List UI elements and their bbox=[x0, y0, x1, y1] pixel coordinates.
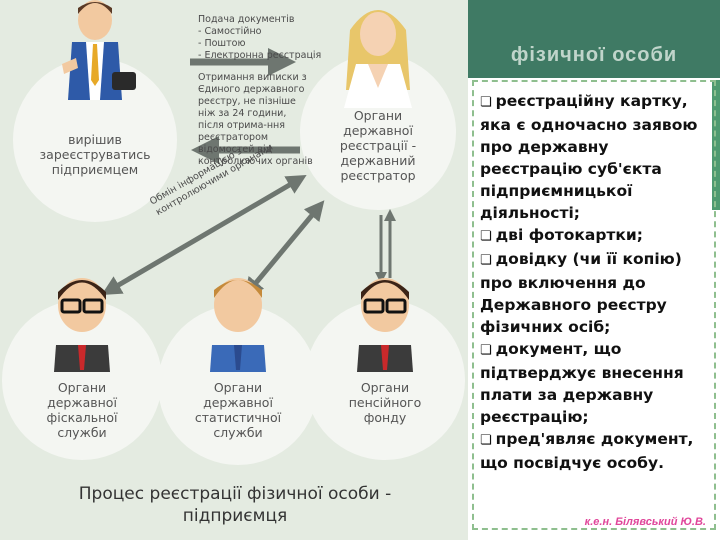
arrow-exchange-statistics bbox=[243, 200, 325, 298]
circle-pension-label: Органи пенсійного фонду bbox=[348, 380, 422, 425]
arrow-exchange-pension bbox=[375, 209, 396, 284]
pension-officer-icon bbox=[357, 278, 413, 372]
registration-process-diagram bbox=[2, 0, 465, 465]
panel-header-bar bbox=[468, 0, 720, 78]
document-item: дві фотокартки; bbox=[480, 224, 714, 248]
circle-pension bbox=[305, 300, 465, 460]
documents-list: реєстраційну картку, яка є одночасно зая… bbox=[480, 90, 714, 474]
circle-statistics-label: Органи державної статистичної служби bbox=[194, 380, 282, 440]
arrow-exchange-fiscal bbox=[101, 174, 307, 296]
document-item: реєстраційну картку, яка є одночасно зая… bbox=[480, 90, 714, 224]
circle-fiscal-label: Органи державної фіскальної служби bbox=[46, 380, 118, 440]
panel-header-title: фізичної особи bbox=[510, 44, 678, 66]
author-credit: к.е.н. Білявський Ю.В. bbox=[584, 516, 706, 528]
circle-statistics bbox=[158, 305, 318, 465]
document-item: довідку (чи її копію) про включення до Д… bbox=[480, 248, 714, 338]
circle-applicant-label: вирішив зареєструватись підприємцем bbox=[39, 132, 151, 177]
process-title: Процес реєстрації фізичної особи - підпр… bbox=[78, 484, 392, 526]
document-item: документ, що підтверджує внесення плати … bbox=[480, 338, 714, 428]
panel-accent-stripe bbox=[712, 80, 720, 210]
step-submit-documents-text: Подача документів - Самостійно - Поштою … bbox=[198, 14, 322, 61]
step-receive-extract-text: Отримання виписки з Єдиного державного р… bbox=[198, 72, 313, 167]
circle-registrar-label: Органи державної реєстрації - державний … bbox=[339, 108, 417, 183]
document-item: пред'являє документ, що посвідчує особу. bbox=[480, 428, 714, 474]
statistics-officer-icon bbox=[210, 278, 266, 372]
circle-fiscal bbox=[2, 300, 162, 460]
registrar-figure-icon bbox=[344, 10, 412, 108]
documents-dashed-frame bbox=[472, 80, 716, 530]
fiscal-officer-icon bbox=[54, 278, 110, 372]
applicant-figure-icon bbox=[62, 0, 136, 100]
circle-registrar bbox=[300, 54, 456, 210]
